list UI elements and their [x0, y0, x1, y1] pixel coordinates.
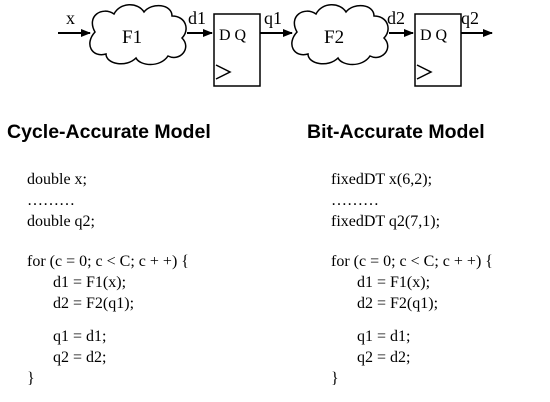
f2-label: F2: [324, 27, 344, 48]
left-close-brace: }: [27, 370, 35, 387]
f1-label: F1: [122, 27, 142, 48]
left-stmt-2: d2 = F2(q1);: [53, 295, 135, 312]
input-label: x: [66, 8, 75, 28]
right-decl-2: fixedDT q2(7,1);: [331, 213, 441, 230]
right-loop-head: for (c = 0; c < C; c + +) {: [331, 253, 493, 270]
q1-label: q1: [264, 8, 282, 28]
f2-cloud: [291, 4, 389, 66]
left-stmt-4: q2 = d2;: [53, 349, 107, 366]
right-stmt-1: d1 = F1(x);: [357, 274, 431, 291]
ff1-clock: [215, 64, 232, 80]
pipeline-diagram: x F1 d1 D Q q1 F2 d2 D Q q2: [58, 4, 493, 87]
ff1-box: [213, 13, 261, 87]
right-dots: ………: [331, 192, 379, 209]
d1-label: d1: [188, 8, 206, 28]
left-decl-2: double q2;: [27, 213, 95, 230]
left-heading: Cycle-Accurate Model: [7, 121, 211, 143]
left-decl-1: double x;: [27, 171, 87, 188]
d2-label: d2: [387, 8, 405, 28]
ff1-label: D Q: [219, 27, 247, 44]
q2-label: q2: [461, 8, 479, 28]
right-stmt-3: q1 = d1;: [357, 328, 411, 345]
ff2-label: D Q: [420, 27, 448, 44]
right-close-brace: }: [331, 370, 339, 387]
ff2-clock: [416, 64, 433, 80]
right-stmt-4: q2 = d2;: [357, 349, 411, 366]
f1-cloud: [89, 4, 187, 66]
left-loop-head: for (c = 0; c < C; c + +) {: [27, 253, 189, 270]
right-decl-1: fixedDT x(6,2);: [331, 171, 433, 188]
left-stmt-1: d1 = F1(x);: [53, 274, 127, 291]
left-dots: ………: [27, 192, 75, 209]
right-heading: Bit-Accurate Model: [307, 121, 485, 143]
right-stmt-2: d2 = F2(q1);: [357, 295, 439, 312]
left-stmt-3: q1 = d1;: [53, 328, 107, 345]
ff2-box: [414, 13, 462, 87]
